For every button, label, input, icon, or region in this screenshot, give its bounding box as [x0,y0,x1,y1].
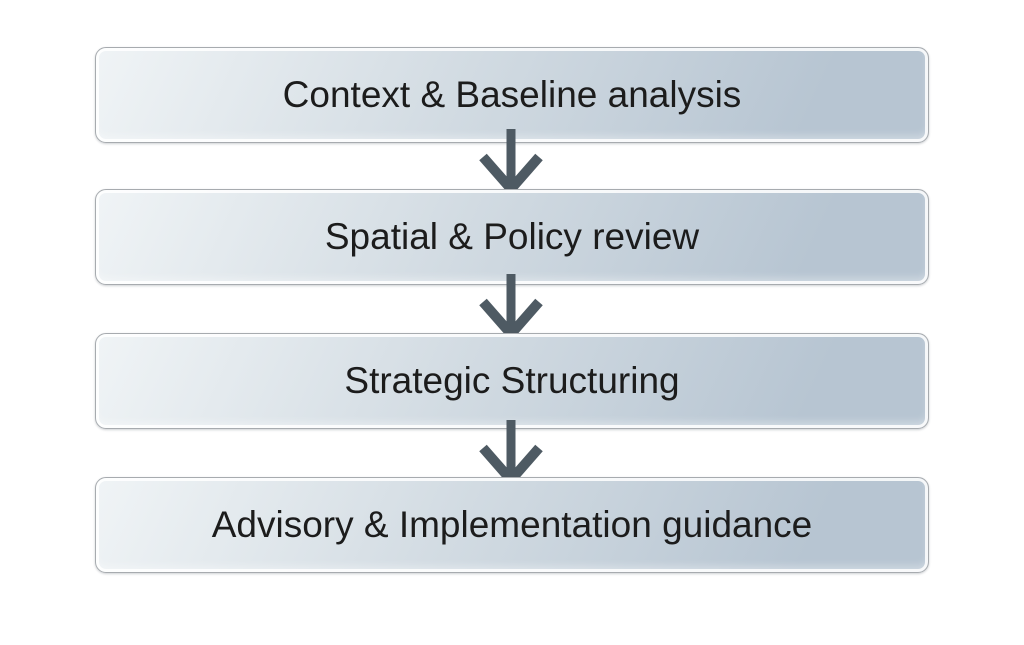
step-label: Strategic Structuring [344,359,680,401]
process-step-spatial-policy: Spatial & Policy review [95,189,929,285]
step-label: Spatial & Policy review [324,215,700,257]
process-step-strategic-structuring: Strategic Structuring [95,333,929,429]
step-label: Context & Baseline analysis [282,73,742,115]
process-step-advisory-implementation: Advisory & Implementation guidance [95,477,929,573]
process-step-context-baseline: Context & Baseline analysis [95,47,929,143]
step-label: Advisory & Implementation guidance [211,503,813,545]
